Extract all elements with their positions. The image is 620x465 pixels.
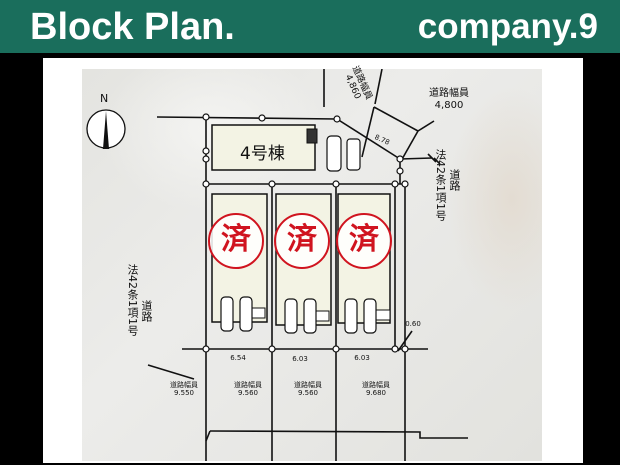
northeast-road-width: 道路幅員 4,800	[424, 88, 474, 112]
frontage-lot-3: 6.03	[354, 354, 370, 362]
building-4-label: 4号棟	[240, 144, 285, 164]
sold-stamp-lot-1: 済	[208, 213, 264, 269]
northeast-road-width-value: 4,800	[434, 100, 464, 111]
south-road-width-2: 道路幅員 9.560	[228, 381, 268, 397]
header-banner: Block Plan. company.9	[0, 0, 620, 53]
west-road-type-suffix: 道路	[140, 300, 153, 322]
south-road-width-2-value: 9.560	[237, 389, 259, 397]
east-road-type: 法42条1項1号	[434, 149, 447, 221]
east-road-type-suffix: 道路	[448, 169, 461, 191]
south-road-width-4-value: 9.680	[365, 389, 387, 397]
page-title: Block Plan.	[30, 6, 235, 48]
south-road-width-1-title: 道路幅員	[170, 381, 198, 389]
south-road-width-1-value: 9.550	[173, 389, 195, 397]
south-road-width-1: 道路幅員 9.550	[164, 381, 204, 397]
south-road-width-2-title: 道路幅員	[234, 381, 262, 389]
south-road-width-4: 道路幅員 9.680	[356, 381, 396, 397]
gap-dimension: 0.60	[405, 320, 421, 328]
south-road-width-3-value: 9.560	[297, 389, 319, 397]
north-arrow-icon	[86, 109, 126, 149]
sold-stamp-lot-3: 済	[336, 213, 392, 269]
compass-label: N	[100, 92, 109, 105]
site-plan: N 4号棟 済 済 済 6.54 6.03 6.03 0.60 8.78 道路幅…	[82, 64, 542, 461]
west-road-type: 法42条1項1号	[126, 264, 139, 336]
sold-stamp-lot-2: 済	[274, 213, 330, 269]
frontage-lot-2: 6.03	[292, 355, 308, 363]
south-road-width-3-title: 道路幅員	[294, 381, 322, 389]
northeast-road-width-title: 道路幅員	[429, 88, 469, 99]
company-brand: company.9	[417, 7, 598, 46]
south-road-width-3: 道路幅員 9.560	[288, 381, 328, 397]
plan-lines	[86, 69, 468, 461]
south-road-width-4-title: 道路幅員	[362, 381, 390, 389]
frontage-lot-1: 6.54	[230, 354, 246, 362]
